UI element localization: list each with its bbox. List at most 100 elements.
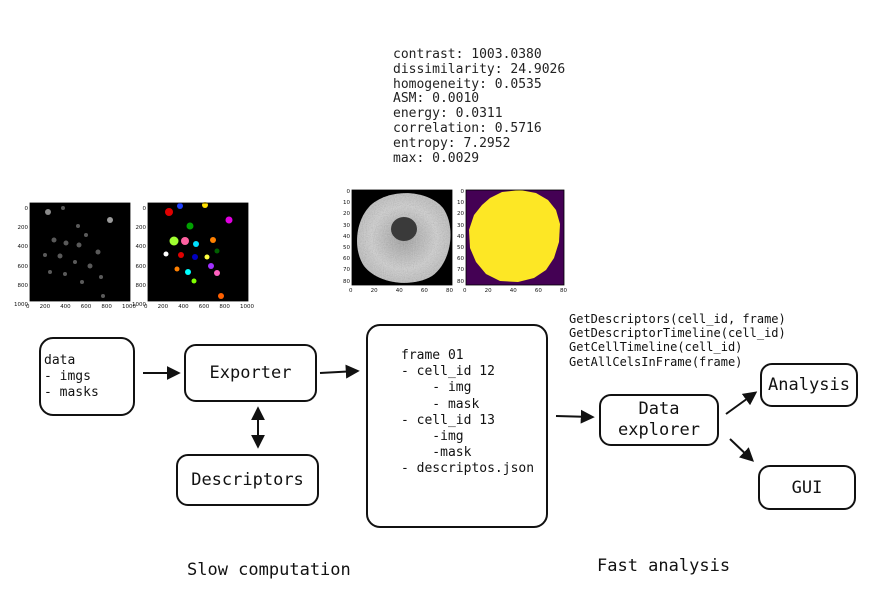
tick-label: 200 (157, 304, 169, 310)
tick-label: 1000 (132, 302, 146, 309)
exporter-box: Exporter (184, 344, 317, 402)
frame-image-area (30, 203, 130, 301)
tick-label: 800 (135, 282, 147, 289)
tick-label: 400 (17, 244, 29, 251)
tick-label: 400 (135, 244, 147, 251)
tick-label: 800 (17, 282, 29, 289)
data-box-items: data - imgs - masks (44, 353, 99, 401)
tick-label: 800 (101, 304, 112, 310)
tick-label: 60 (534, 288, 542, 294)
tick-label: 400 (60, 304, 71, 310)
tick-label: 20 (484, 288, 492, 294)
frame-structure-tree: frame 01 - cell_id 12 - img - mask - cel… (401, 348, 534, 478)
exporter-label: Exporter (209, 363, 292, 383)
data-explorer-label-line2: explorer (618, 420, 700, 440)
tick-label: 600 (80, 304, 92, 310)
tick-label: 200 (17, 225, 29, 232)
tick-label: 80 (457, 278, 464, 285)
cell-image-plot (351, 189, 453, 286)
api-methods: GetDescriptors(cell_id, frame) GetDescri… (569, 312, 786, 369)
tree-line: -img (401, 429, 464, 445)
api-method: GetDescriptorTimeline(cell_id) (569, 326, 786, 341)
tick-label: 20 (370, 288, 378, 294)
tick-label: 70 (343, 267, 350, 274)
arrow-frame-to-explorer (555, 409, 595, 424)
tick-label: 40 (457, 233, 464, 240)
tick-label: 600 (198, 304, 210, 310)
tree-line: - cell_id 13 (401, 412, 495, 428)
tick-label: 20 (343, 211, 350, 218)
tick-label: 600 (135, 263, 147, 270)
tick-label: 0 (144, 304, 148, 310)
tick-label: 50 (457, 245, 464, 252)
descriptors-label: Descriptors (191, 470, 304, 490)
stat-line: correlation: 0.5716 (393, 120, 542, 136)
arrow-exporter-to-frame (319, 364, 360, 379)
tick-label: 40 (395, 288, 403, 294)
api-method: GetCellTimeline(cell_id) (569, 340, 743, 355)
tick-label: 0 (463, 288, 467, 294)
tick-label: 40 (343, 233, 350, 240)
frame-structure-box: frame 01 - cell_id 12 - img - mask - cel… (366, 324, 548, 528)
tick-label: 0 (349, 288, 353, 294)
tick-label: 0 (460, 189, 465, 195)
tick-label: 1000 (121, 304, 136, 310)
tick-label: 0 (24, 206, 29, 212)
cell-mask-yticks: 0 10 20 30 40 50 60 70 80 (448, 187, 464, 288)
data-box-item: - masks (44, 385, 99, 400)
cell-image-yticks: 0 10 20 30 40 50 60 70 80 (334, 187, 350, 288)
gui-label: GUI (791, 477, 823, 498)
frame-nuclei (43, 206, 113, 298)
tree-line: - mask (401, 396, 480, 412)
tick-label: 0 (346, 189, 351, 195)
descriptors-box: Descriptors (176, 454, 319, 506)
arrow-explorer-to-analysis (725, 391, 758, 415)
tick-label: 80 (560, 288, 567, 294)
analysis-label: Analysis (768, 375, 850, 395)
tick-label: 200 (135, 225, 147, 232)
stat-line: max: 0.0029 (393, 150, 480, 166)
tick-label: 30 (457, 222, 464, 229)
stat-line: contrast: 1003.0380 (393, 47, 542, 62)
cell-image-xticks: 0 20 40 60 80 (349, 288, 453, 294)
tick-label: 200 (39, 304, 51, 310)
stat-line: dissimilarity: 24.9026 (393, 61, 566, 77)
tick-label: 1000 (239, 304, 254, 310)
tick-label: 60 (343, 256, 350, 263)
tick-label: 60 (420, 288, 428, 294)
stat-line: homogeneity: 0.0535 (393, 76, 542, 92)
frame-mask-yticks: 0 200 400 600 800 1000 (126, 200, 146, 315)
caption-slow-computation: Slow computation (187, 560, 351, 580)
tick-label: 30 (343, 222, 350, 229)
data-box-title: data (44, 353, 76, 368)
descriptor-stats: contrast: 1003.0380 dissimilarity: 24.90… (393, 47, 566, 166)
tick-label: 0 (26, 304, 30, 310)
frame-image-yticks: 0 200 400 600 800 1000 (8, 200, 28, 315)
tick-label: 60 (457, 256, 464, 263)
cell-mask-xticks: 0 20 40 60 80 (463, 288, 567, 294)
tree-line: - cell_id 12 (401, 364, 495, 380)
stat-line: ASM: 0.0010 (393, 91, 480, 107)
api-method: GetDescriptors(cell_id, frame) (569, 312, 786, 326)
frame-image-xticks: 0 200 400 600 800 1000 (26, 304, 136, 310)
data-explorer-box: Data explorer (599, 394, 719, 446)
stat-line: entropy: 7.2952 (393, 135, 511, 151)
tick-label: 50 (343, 245, 350, 252)
tick-label: 40 (509, 288, 517, 294)
tick-label: 600 (17, 263, 29, 270)
tick-label: 80 (343, 278, 350, 285)
tick-label: 70 (457, 267, 464, 274)
tree-line: - descriptos.json (401, 461, 535, 477)
tick-label: 400 (178, 304, 189, 310)
data-box-item: - imgs (44, 369, 91, 384)
tick-label: 10 (457, 200, 464, 207)
tick-label: 800 (219, 304, 230, 310)
stat-line: energy: 0.0311 (393, 106, 503, 122)
tree-line: -mask (401, 445, 472, 461)
frame-mask-plot (147, 202, 249, 302)
data-box: data - imgs - masks (39, 337, 135, 416)
analysis-box: Analysis (760, 363, 858, 407)
frame-image-plot (29, 202, 131, 302)
